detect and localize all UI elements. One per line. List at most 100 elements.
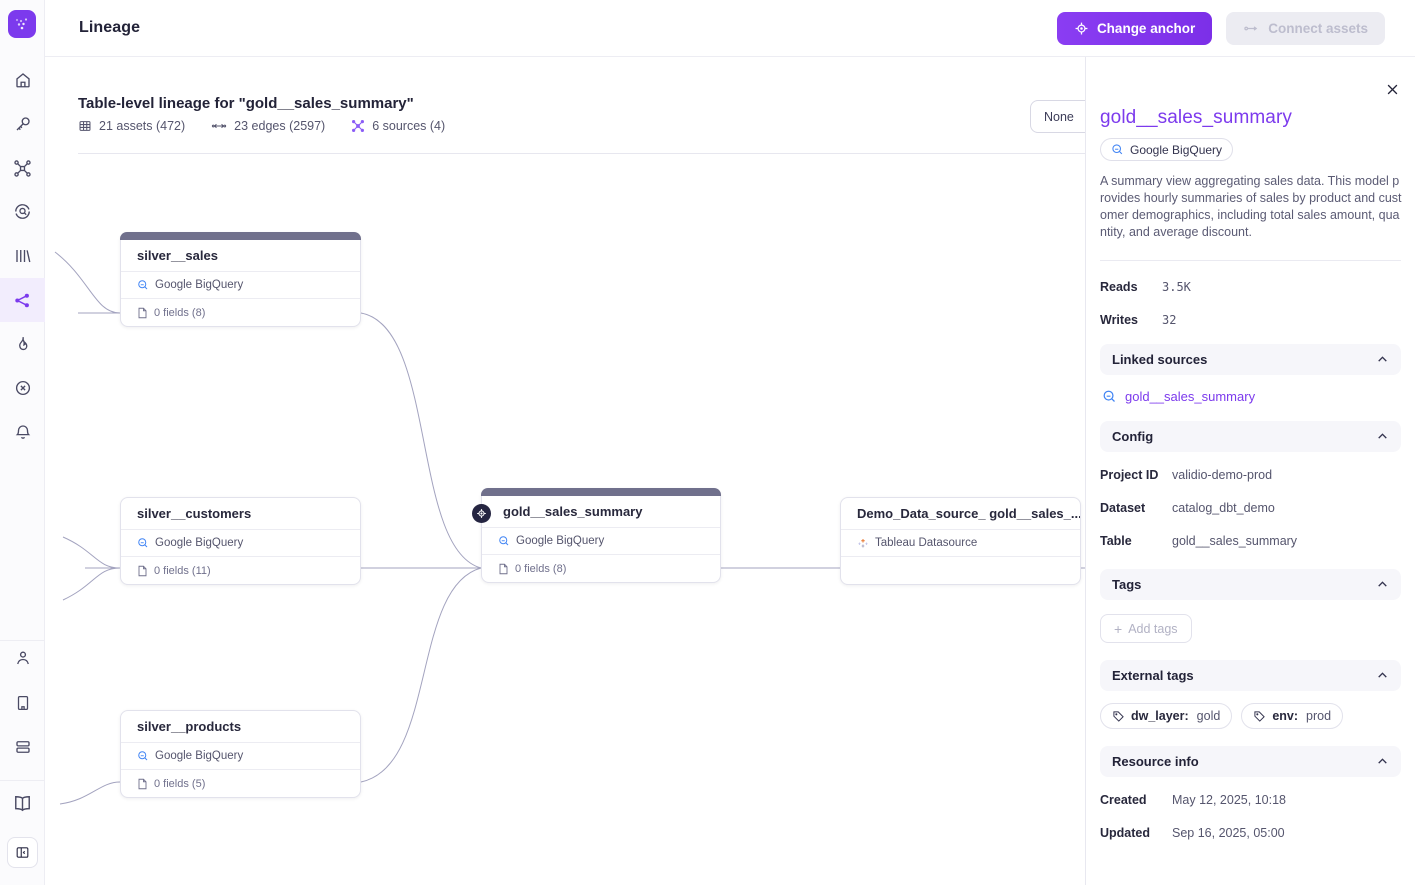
bigquery-icon (1112, 144, 1123, 155)
node-fields-row[interactable]: 0 fields (8) (121, 299, 360, 326)
section-linked-sources[interactable]: Linked sources (1100, 344, 1401, 375)
lineage-canvas-title: Table-level lineage for "gold__sales_sum… (78, 95, 414, 112)
section-resource-info[interactable]: Resource info (1100, 746, 1401, 777)
section-external-tags[interactable]: External tags (1100, 660, 1401, 691)
change-anchor-label: Change anchor (1096, 20, 1196, 36)
connect-link-icon (1244, 25, 1258, 31)
node-fields-row (841, 557, 1080, 584)
asset-detail-panel: gold__sales_summary Google BigQuery A su… (1085, 57, 1415, 885)
lineage-edges (54, 251, 1085, 805)
node-connector-row: Tableau Datasource (841, 530, 1080, 557)
bell-icon (15, 425, 30, 439)
app-logo[interactable] (8, 10, 36, 38)
close-panel-button[interactable] (1382, 79, 1402, 99)
sidebar-item-lineage[interactable] (0, 278, 45, 322)
metric-row-writes: Writes 32 (1100, 313, 1401, 327)
connect-assets-label: Connect assets (1268, 20, 1368, 36)
monitor-icon (15, 203, 30, 219)
config-value: validio-demo-prod (1172, 468, 1273, 482)
tag-value: prod (1306, 709, 1332, 723)
external-tag-env[interactable]: env:prod (1241, 703, 1344, 729)
external-tag-dw-layer[interactable]: dw_layer:gold (1100, 703, 1233, 729)
config-label: Project ID (1100, 468, 1159, 482)
canvas-divider (78, 153, 1085, 154)
config-label: Dataset (1100, 501, 1146, 515)
tag-icon (1113, 710, 1124, 722)
node-connector-label: Google BigQuery (155, 279, 244, 291)
section-title: Resource info (1112, 754, 1199, 769)
section-tags[interactable]: Tags (1100, 569, 1401, 600)
sidebar-item-profile[interactable] (0, 636, 45, 680)
lineage-node-silver-products[interactable]: silver__products Google BigQuery 0 field… (120, 710, 361, 798)
sidebar-item-organization[interactable] (0, 681, 45, 725)
collapse-sidebar-button[interactable] (7, 837, 38, 868)
docs-icon (15, 795, 30, 811)
node-highlight-bar (120, 232, 361, 240)
tableau-icon (858, 539, 868, 548)
connect-assets-button[interactable]: Connect assets (1226, 11, 1385, 45)
node-connector-row: Google BigQuery (121, 743, 360, 770)
filter-value: None (1044, 109, 1074, 124)
sidebar-item-sources[interactable] (0, 146, 45, 190)
node-fields-row[interactable]: 0 fields (11) (121, 557, 360, 584)
change-anchor-button[interactable]: Change anchor (1056, 11, 1213, 45)
sidebar-item-docs[interactable] (0, 781, 45, 825)
sidebar-item-incidents[interactable] (0, 366, 45, 410)
metric-label: Reads (1100, 280, 1138, 294)
node-title: silver__products (121, 711, 360, 743)
sources-icon (14, 159, 31, 177)
collapse-sidebar-icon (16, 847, 29, 858)
resource-label: Updated (1100, 826, 1150, 840)
node-connector-row: Google BigQuery (121, 530, 360, 557)
resource-value: Sep 16, 2025, 05:00 (1172, 826, 1285, 840)
lineage-icon (15, 293, 29, 307)
sidebar-item-monitors[interactable] (0, 189, 45, 233)
stat-edges-label: 23 edges (2597) (234, 119, 326, 133)
highlight-filter-select[interactable]: None (1030, 100, 1085, 133)
metric-value: 32 (1162, 313, 1177, 327)
logo-dots-icon (15, 18, 28, 30)
sidebar-divider (0, 780, 45, 781)
plus-icon: + (1114, 620, 1123, 637)
lineage-node-silver-sales[interactable]: silver__sales Google BigQuery 0 fields (… (120, 232, 361, 327)
sidebar-item-catalog[interactable] (0, 234, 45, 278)
chevron-up-icon (1378, 433, 1387, 439)
lineage-canvas[interactable]: Table-level lineage for "gold__sales_sum… (45, 57, 1085, 885)
sidebar-divider (0, 640, 45, 641)
chevron-up-icon (1378, 581, 1387, 587)
section-config[interactable]: Config (1100, 421, 1401, 452)
node-title: Demo_Data_source_ gold__sales_... (841, 498, 1080, 530)
node-connector-row: Google BigQuery (482, 528, 720, 555)
add-tags-button[interactable]: + Add tags (1100, 614, 1192, 643)
resource-value: May 12, 2025, 10:18 (1172, 793, 1286, 807)
sidebar-item-home[interactable] (0, 58, 45, 102)
config-value: catalog_dbt_demo (1172, 501, 1275, 515)
node-title: gold__sales_summary (482, 496, 720, 528)
section-title: Linked sources (1112, 352, 1208, 367)
lineage-node-gold-sales-summary[interactable]: gold__sales_summary Google BigQuery 0 fi… (472, 488, 721, 583)
sidebar-item-workspaces[interactable] (0, 725, 45, 769)
chevron-up-icon (1378, 672, 1387, 678)
header: Lineage Change anchor Connect assets (45, 0, 1415, 57)
anchor-target-icon (477, 509, 486, 518)
node-fields-row[interactable]: 0 fields (5) (121, 770, 360, 797)
lineage-node-demo-data-source[interactable]: Demo_Data_source_ gold__sales_... Tablea… (840, 497, 1081, 585)
sidebar-item-credentials[interactable] (0, 102, 45, 146)
linked-source-link[interactable]: gold__sales_summary (1100, 389, 1401, 404)
sidebar-item-notifications[interactable] (0, 410, 45, 454)
bigquery-icon (1103, 390, 1115, 402)
panel-asset-title: gold__sales_summary (1100, 107, 1292, 128)
node-fields-label: 0 fields (8) (515, 562, 567, 575)
document-icon (499, 563, 508, 574)
stat-sources-label: 6 sources (4) (372, 119, 446, 133)
lineage-node-silver-customers[interactable]: silver__customers Google BigQuery 0 fiel… (120, 497, 361, 585)
metric-value: 3.5K (1162, 280, 1191, 294)
sidebar-item-activity[interactable] (0, 322, 45, 366)
node-connector-label: Google BigQuery (155, 750, 244, 762)
node-fields-row[interactable]: 0 fields (8) (482, 555, 720, 582)
external-tags-list: dw_layer:gold env:prod (1100, 703, 1401, 729)
node-fields-label: 0 fields (8) (154, 306, 206, 319)
header-actions: Change anchor Connect assets (1056, 11, 1385, 45)
section-title: Config (1112, 429, 1154, 444)
sources-x-icon (352, 120, 365, 132)
